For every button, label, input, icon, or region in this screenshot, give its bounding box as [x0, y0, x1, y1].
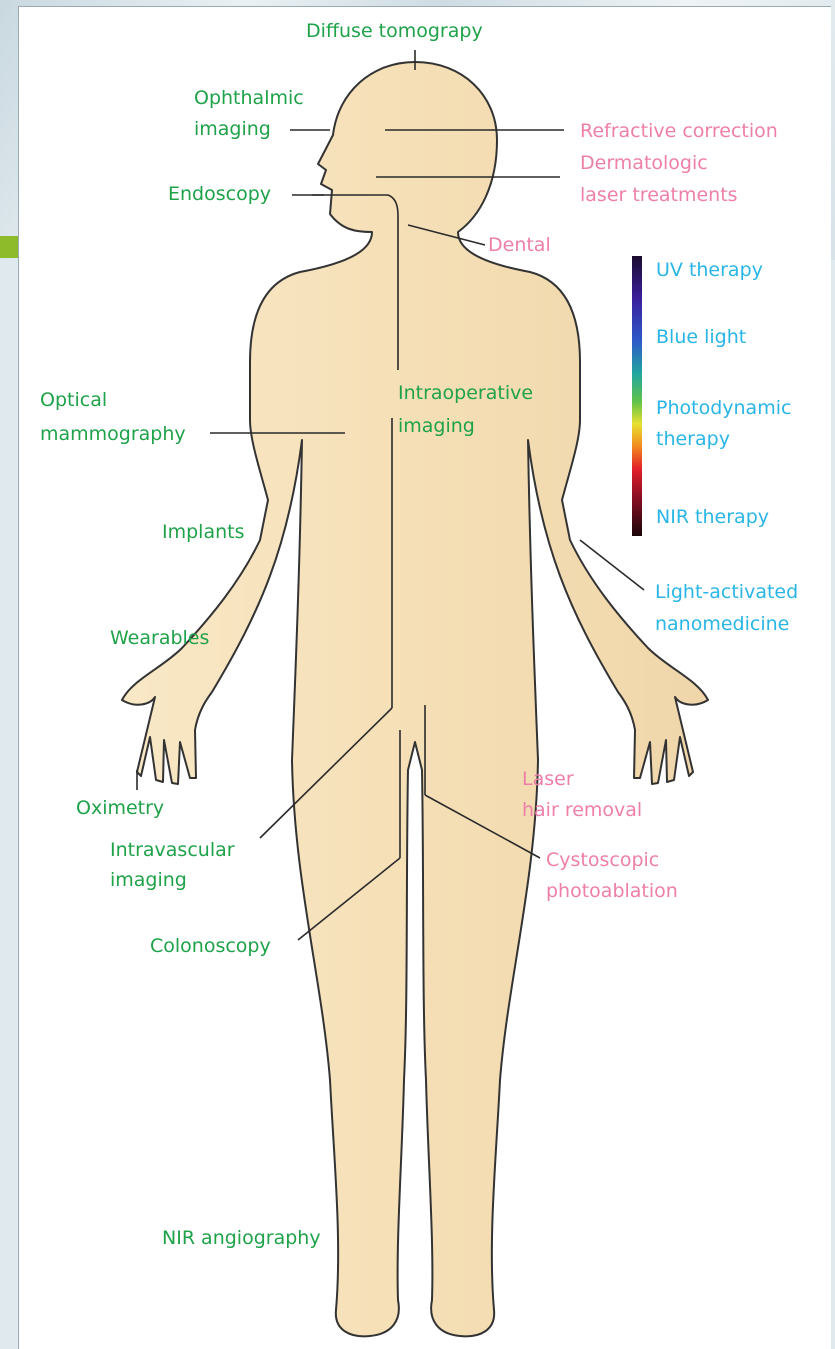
label-nir-angiography: NIR angiography [162, 1227, 321, 1249]
label-oximetry: Oximetry [76, 797, 164, 819]
label-wearables: Wearables [110, 627, 209, 649]
label-photodynamic-therapy-line1: Photodynamic [656, 397, 791, 419]
label-colonoscopy: Colonoscopy [150, 935, 271, 957]
label-optical-mammography-line2: mammography [40, 423, 186, 445]
label-optical-mammography-line1: Optical [40, 389, 107, 411]
label-cystoscopic-photoablation-line1: Cystoscopic [546, 849, 659, 871]
label-uv-therapy: UV therapy [656, 259, 763, 281]
label-blue-light: Blue light [656, 326, 746, 348]
label-nir-therapy: NIR therapy [656, 506, 769, 528]
label-ophthalmic-imaging-line2: imaging [194, 118, 271, 140]
label-intraoperative-imaging-line1: Intraoperative [398, 382, 533, 404]
label-endoscopy: Endoscopy [168, 183, 271, 205]
label-dermatologic-laser-line2: laser treatments [580, 184, 738, 206]
label-cystoscopic-photoablation-line2: photoablation [546, 880, 678, 902]
label-intravascular-imaging-line2: imaging [110, 869, 187, 891]
label-ophthalmic-imaging-line1: Ophthalmic [194, 87, 304, 109]
label-laser-hair-removal-line1: Laser [522, 768, 574, 790]
label-intraoperative-imaging-line2: imaging [398, 415, 475, 437]
label-refractive-correction: Refractive correction [580, 120, 778, 142]
label-light-activated-nanomedicine-line1: Light-activated [655, 581, 798, 603]
label-photodynamic-therapy-line2: therapy [656, 428, 730, 450]
label-dental: Dental [488, 234, 551, 256]
label-dermatologic-laser-line1: Dermatologic [580, 152, 708, 174]
label-implants: Implants [162, 521, 245, 543]
spectrum-bar [632, 256, 642, 536]
label-diffuse-tomography: Diffuse tomograpy [306, 20, 483, 42]
label-laser-hair-removal-line2: hair removal [522, 799, 642, 821]
label-light-activated-nanomedicine-line2: nanomedicine [655, 613, 789, 635]
label-intravascular-imaging-line1: Intravascular [110, 839, 235, 861]
human-body-silhouette [122, 62, 708, 1336]
